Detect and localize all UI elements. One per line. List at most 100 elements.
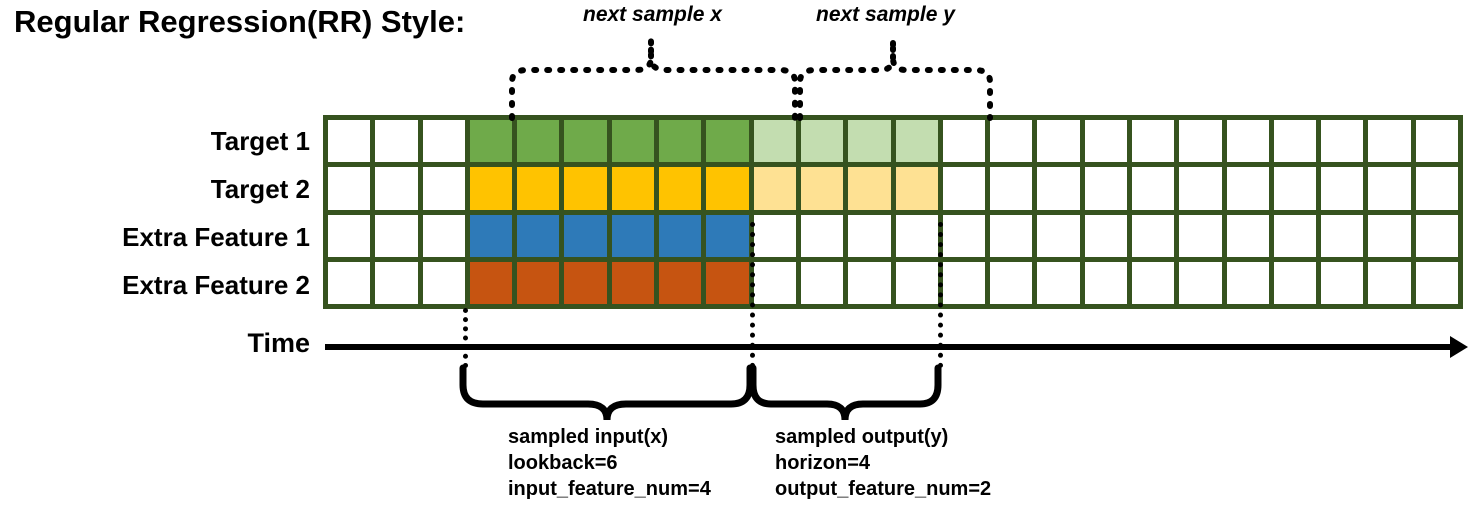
grid-cell (800, 120, 844, 163)
grid-cell (1368, 261, 1411, 304)
grid-cell (1226, 214, 1269, 257)
grid-cell (1179, 167, 1222, 210)
caption-input-line2: lookback=6 (508, 452, 618, 474)
dotted-brace-next-sample-x (509, 40, 798, 121)
caption-sampled-input: sampled input(x) lookback=6 input_featur… (508, 424, 711, 502)
row-label-target-2: Target 2 (210, 174, 310, 204)
grid-cell (1084, 120, 1127, 163)
grid-cell (942, 261, 986, 304)
grid-cell (611, 120, 655, 163)
dotted-divider-output-end (938, 222, 943, 368)
grid-cell (659, 120, 702, 163)
grid-cell (1415, 167, 1458, 210)
grid-cell (848, 120, 891, 163)
grid-cell (848, 261, 891, 304)
time-axis-label: Time (247, 328, 310, 358)
grid-cell (1415, 120, 1458, 163)
grid-cell (800, 214, 844, 257)
grid-cell (517, 261, 560, 304)
right-arrow-icon (1450, 336, 1468, 358)
grid-cell (1037, 261, 1080, 304)
grid-cell (1179, 120, 1222, 163)
grid-cell (1368, 120, 1411, 163)
grid-cell (990, 214, 1033, 257)
grid-cell (753, 167, 796, 210)
grid-cell (328, 167, 371, 210)
grid-cell (422, 261, 465, 304)
grid-cell (1415, 261, 1458, 304)
grid-cell (1273, 167, 1317, 210)
grid-cell (517, 120, 560, 163)
grid-cell (375, 167, 418, 210)
grid-cell (1321, 167, 1364, 210)
grid-cell (1131, 214, 1175, 257)
grid-cell (942, 214, 986, 257)
grid-cell (706, 120, 749, 163)
grid-cell (564, 167, 607, 210)
grid-cell (895, 261, 938, 304)
grid-cell (469, 120, 513, 163)
grid-cell (1179, 261, 1222, 304)
grid-cell (706, 214, 749, 257)
grid-cell (1084, 214, 1127, 257)
grid-cell (422, 120, 465, 163)
grid-cell (611, 261, 655, 304)
grid-cell (1273, 214, 1317, 257)
grid-cell (1415, 214, 1458, 257)
grid-row (328, 120, 1458, 163)
caption-output-line2: horizon=4 (775, 452, 871, 474)
grid-cell (1084, 261, 1127, 304)
timeline-grid (323, 115, 1463, 309)
grid-cell (422, 214, 465, 257)
grid-cell (328, 120, 371, 163)
grid-cell (328, 214, 371, 257)
grid-cell (895, 214, 938, 257)
caption-output-line1: sampled output(y) (775, 426, 949, 448)
grid-row (328, 261, 1458, 304)
grid-cell (659, 167, 702, 210)
grid-cell (564, 120, 607, 163)
grid-cell (848, 214, 891, 257)
grid-cell (1131, 167, 1175, 210)
grid-cell (611, 167, 655, 210)
brace-sampled-input (459, 364, 754, 421)
grid-cell (564, 214, 607, 257)
grid-cell (848, 167, 891, 210)
annotation-next-sample-x: next sample x (583, 3, 722, 26)
grid-cell (800, 261, 844, 304)
grid-cell (1321, 261, 1364, 304)
grid-cell (753, 120, 796, 163)
grid-cell (1321, 214, 1364, 257)
grid-cell (469, 261, 513, 304)
grid-cell (1131, 120, 1175, 163)
grid-cell (517, 214, 560, 257)
grid-cell (375, 214, 418, 257)
brace-sampled-output (749, 364, 942, 421)
grid-cell (706, 261, 749, 304)
grid-cell (1037, 167, 1080, 210)
grid-cell (469, 167, 513, 210)
page-title: Regular Regression(RR) Style: (14, 4, 466, 39)
caption-input-line3: input_feature_num=4 (508, 478, 711, 500)
annotation-next-sample-y: next sample y (816, 3, 955, 26)
grid-cell (469, 214, 513, 257)
grid-cell (1179, 214, 1222, 257)
grid-cell (1368, 167, 1411, 210)
grid-cell (375, 261, 418, 304)
grid-cell (328, 261, 371, 304)
grid-cell (1226, 261, 1269, 304)
grid-cell (942, 120, 986, 163)
grid-cell (753, 214, 796, 257)
dotted-brace-next-sample-y (797, 40, 993, 121)
grid-cell (1226, 167, 1269, 210)
caption-output-line3: output_feature_num=2 (775, 478, 992, 500)
caption-input-line1: sampled input(x) (508, 426, 669, 448)
grid-cell (517, 167, 560, 210)
grid-cell (1273, 261, 1317, 304)
grid-cell (659, 261, 702, 304)
grid-cell (564, 261, 607, 304)
row-label-extra-feature-1: Extra Feature 1 (122, 222, 310, 252)
grid-cell (611, 214, 655, 257)
grid-row (328, 167, 1458, 210)
grid-cell (1368, 214, 1411, 257)
